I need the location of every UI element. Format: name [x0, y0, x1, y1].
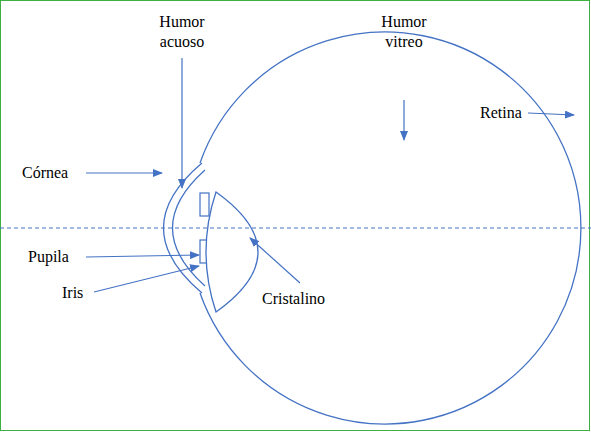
- leader-arrow: [86, 255, 199, 257]
- leader-arrow: [181, 58, 182, 188]
- part-label: Pupila: [28, 247, 69, 267]
- leader-arrow: [94, 266, 199, 292]
- part-label: Humor acuoso: [147, 12, 217, 52]
- part-label: Retina: [480, 103, 522, 123]
- leader-arrow: [250, 238, 300, 283]
- part-label: Córnea: [22, 163, 68, 183]
- leader-arrow: [86, 172, 162, 173]
- eyeball: [200, 32, 581, 424]
- lens: [206, 192, 258, 312]
- leader-arrow: [403, 100, 404, 140]
- optical-axis: [0, 228, 591, 229]
- part-label: Cristalino: [262, 289, 325, 309]
- leader-arrow: [528, 113, 574, 115]
- part-label: Iris: [62, 283, 83, 303]
- iris-upper: [200, 193, 209, 216]
- part-label: Humor vitreo: [369, 12, 439, 52]
